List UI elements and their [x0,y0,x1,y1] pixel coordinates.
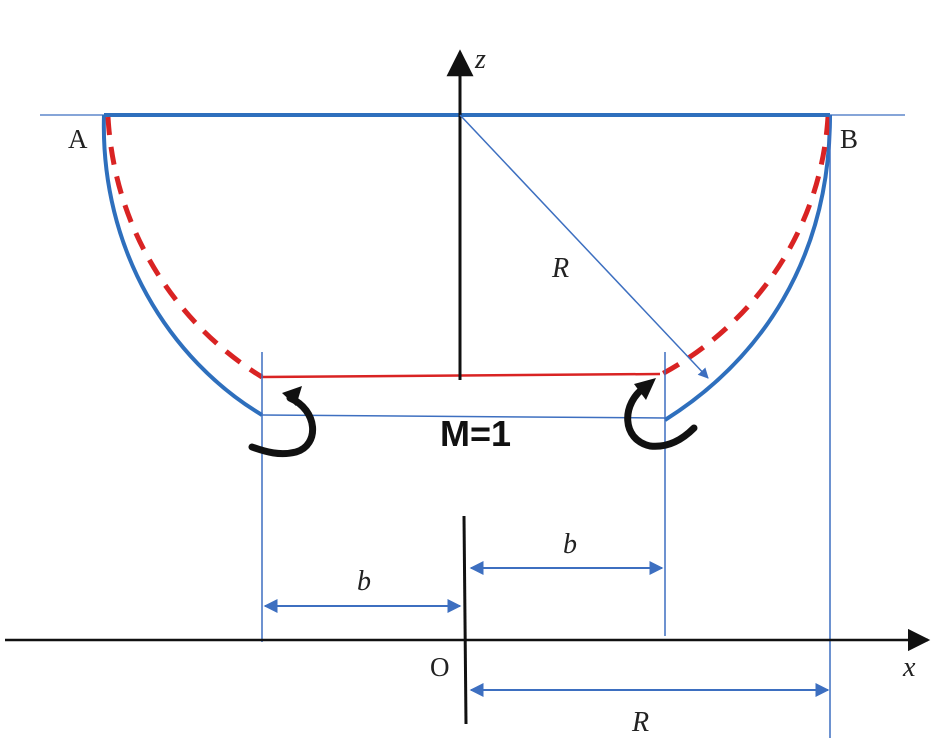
x-axis-label: x [902,652,916,683]
shell-left-curve [101,114,264,417]
z-axis-label: z [474,44,486,75]
b-left-label: b [357,566,371,597]
b-right-label: b [563,529,577,560]
point-a-label: A [68,124,88,154]
moment-arrow-left [248,386,316,458]
deformed-right-dashed [658,116,831,378]
center-vertical-lower [462,515,468,725]
origin-label: O [430,652,450,682]
moment-arrow-right [624,378,698,450]
deformed-left-dashed [105,116,264,380]
radius-bottom-label: R [631,707,649,738]
radius-slant-arrow [459,114,709,379]
radius-slant-label: R [551,253,569,284]
shell-bottom-line [261,414,666,419]
shell-right-curve [663,114,832,422]
moment-label: M=1 [440,413,511,454]
point-b-label: B [840,124,858,154]
